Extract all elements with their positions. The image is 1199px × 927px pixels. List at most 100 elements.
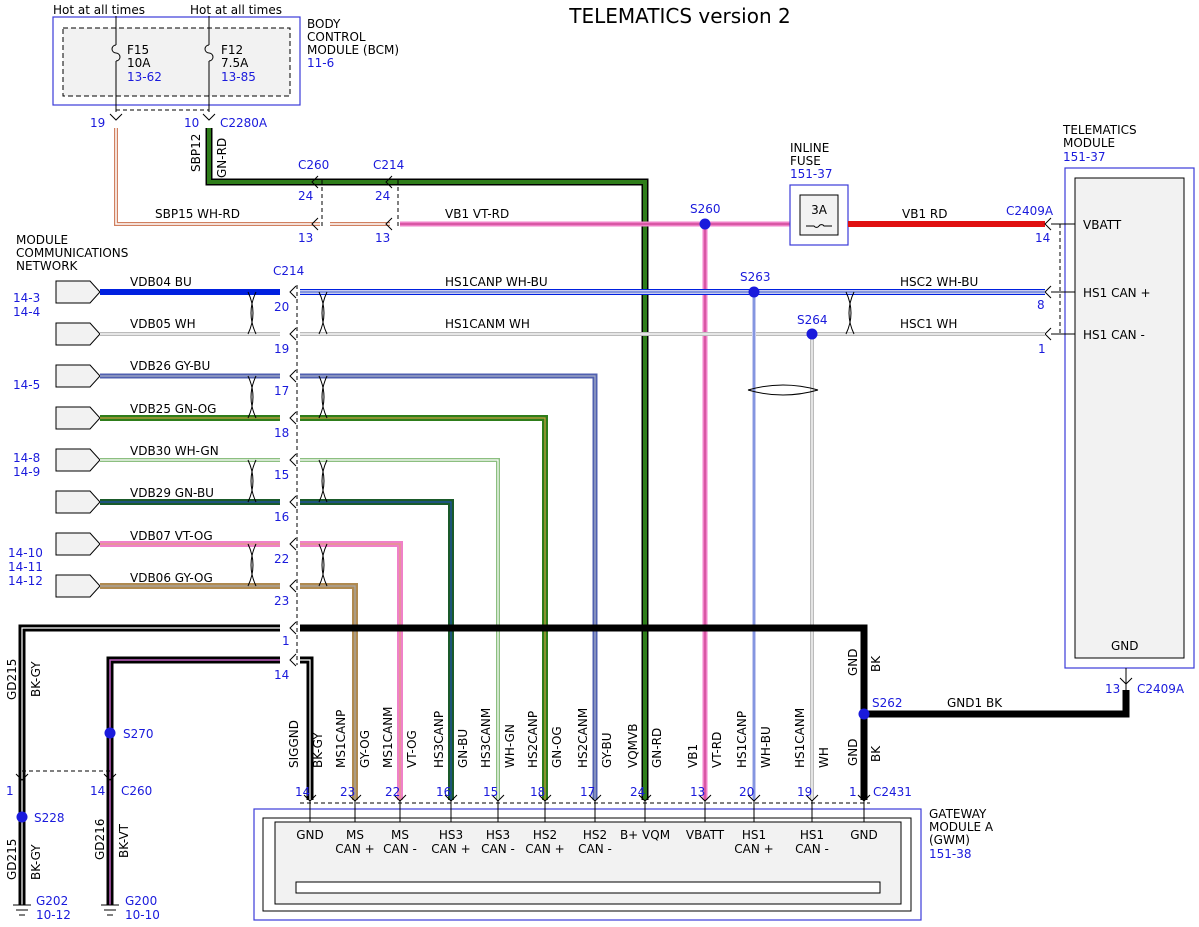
vertical-color-label: VT-OG: [405, 730, 419, 768]
telematics-connector-bottom[interactable]: C2409A: [1137, 682, 1185, 696]
s263-label[interactable]: S263: [740, 270, 771, 284]
gwm-pin-number: 17: [580, 785, 595, 799]
s228-label[interactable]: S228: [34, 811, 65, 825]
c214-label[interactable]: C214: [273, 264, 304, 278]
twisted-pair-icon: [247, 459, 257, 503]
can-wire-group[interactable]: [100, 289, 1045, 800]
f12-ref[interactable]: 13-85: [221, 70, 256, 84]
mcn-ref-4c[interactable]: 14-12: [8, 574, 43, 588]
f15-rating: 10A: [127, 56, 151, 70]
vdb07-label: VDB07 VT-OG: [130, 529, 213, 543]
vertical-color-label: GN-BU: [456, 729, 470, 768]
inline-fuse[interactable]: [789, 184, 849, 246]
gwm-pin-number: 15: [483, 785, 498, 799]
mcn-ref-3b[interactable]: 14-9: [13, 465, 40, 479]
f15-ref[interactable]: 13-62: [127, 70, 162, 84]
vb1-vtrd-label: VB1 VT-RD: [445, 207, 509, 221]
gwm-ref[interactable]: 151-38: [929, 847, 972, 861]
f12-rating: 7.5A: [221, 56, 249, 70]
gateway-module[interactable]: [253, 808, 922, 921]
wire-wh-rd[interactable]: [114, 128, 390, 226]
mcn-ref-2[interactable]: 14-5: [13, 378, 40, 392]
gwm-pin-number: 1: [849, 785, 857, 799]
bkvt-label: BK-VT: [117, 823, 131, 858]
bcm-ref[interactable]: 11-6: [307, 56, 334, 70]
wire-gn-rd[interactable]: [205, 128, 649, 800]
twisted-pair-icon: [318, 543, 328, 587]
vdb05-label: VDB05 WH: [130, 317, 196, 331]
c260-bottom-connector[interactable]: [15, 770, 117, 781]
c260-pin-24: 24: [298, 189, 313, 203]
gwm-pin-label: CAN +: [525, 842, 564, 856]
s270-label[interactable]: S270: [123, 727, 154, 741]
wire-vt-rd[interactable]: [400, 221, 790, 800]
s262-splice[interactable]: [858, 708, 870, 720]
telematics-ref[interactable]: 151-37: [1063, 150, 1106, 164]
gwm-pin-number: 16: [436, 785, 451, 799]
vertical-circuit-label: MS1CANP: [334, 710, 348, 768]
c214-pin-arrow: [289, 453, 297, 467]
g202-ref[interactable]: 10-12: [36, 908, 71, 922]
mcn-ref-1a[interactable]: 14-3: [13, 291, 40, 305]
g202-label[interactable]: G202: [36, 894, 68, 908]
mcn-ref-1b[interactable]: 14-4: [13, 305, 40, 319]
vertical-circuit-label: HS3CANM: [479, 708, 493, 768]
inline-fuse-ref[interactable]: 151-37: [790, 167, 833, 181]
wire-vdb26-trunk-stripe: [300, 375, 596, 800]
mcn-ref-4a[interactable]: 14-10: [8, 546, 43, 560]
s260-splice[interactable]: [699, 218, 711, 230]
fuse-f12-icon: [204, 16, 214, 112]
gd215-label-a: GD215: [5, 659, 19, 700]
s263-splice[interactable]: [748, 286, 760, 298]
g200-ref[interactable]: 10-10: [125, 908, 160, 922]
bcm-connector[interactable]: C2280A: [220, 116, 268, 130]
twisted-pair-icon: [845, 291, 855, 335]
s270-splice[interactable]: [104, 727, 116, 739]
mcn-ref-3a[interactable]: 14-8: [13, 451, 40, 465]
s262-label[interactable]: S262: [872, 696, 903, 710]
bcm-name-3: MODULE (BCM): [307, 43, 399, 57]
c214-pin-number: 23: [274, 594, 289, 608]
bkgy-label-b: BK-GY: [29, 844, 43, 880]
fuse-f15-icon: [111, 16, 121, 112]
gwm-pin-label: CAN +: [335, 842, 374, 856]
gwm-connector[interactable]: C2431: [873, 785, 912, 799]
c260-label[interactable]: C260: [298, 158, 329, 172]
wire-bk-gnd[interactable]: [18, 624, 1130, 905]
mcn-connector-pin: [55, 364, 101, 388]
g200-label[interactable]: G200: [125, 894, 157, 908]
s264-splice[interactable]: [806, 328, 818, 340]
wire-vdb29-trunk-stripe: [300, 501, 452, 800]
c214-label-top[interactable]: C214: [373, 158, 404, 172]
twisted-pair-icon: [247, 375, 257, 419]
gwm-name-2: MODULE A: [929, 820, 994, 834]
c214-pin-arrow: [289, 653, 297, 667]
s260-label[interactable]: S260: [690, 202, 721, 216]
gnrd-label: GN-RD: [215, 138, 229, 178]
gwm-pin-label: HS1: [800, 828, 824, 842]
s264-label[interactable]: S264: [797, 313, 828, 327]
s228-splice[interactable]: [16, 811, 28, 823]
vb1-rd-label: VB1 RD: [902, 207, 947, 221]
mcn-ref-4b[interactable]: 14-11: [8, 560, 43, 574]
telematics-module[interactable]: [1064, 167, 1195, 669]
gwm-pin-label: CAN -: [795, 842, 829, 856]
gwm-pin-label: MS: [391, 828, 409, 842]
diagram-title: TELEMATICS version 2: [568, 4, 790, 28]
wire-vdb30-trunk-stripe: [300, 459, 499, 800]
telematics-connector-top[interactable]: C2409A: [1006, 204, 1054, 218]
twisted-pair-icon: [318, 375, 328, 419]
vertical-circuit-label: HS1CANM: [793, 708, 807, 768]
hs1canp-label: HS1CANP WH-BU: [445, 275, 548, 289]
gwm-pin-label: CAN +: [431, 842, 470, 856]
gwm-pin-label: HS1: [742, 828, 766, 842]
vertical-circuit-label: VB1: [686, 744, 700, 768]
c260-pin-13: 13: [298, 231, 313, 245]
c260-bottom-label[interactable]: C260: [121, 784, 152, 798]
wire-bk-vt[interactable]: [106, 656, 314, 905]
c260-top-connector[interactable]: [311, 175, 399, 231]
ground-g202-icon: [13, 904, 31, 916]
bcm-module[interactable]: [52, 16, 301, 106]
inline-fuse-name-2: FUSE: [790, 154, 821, 168]
